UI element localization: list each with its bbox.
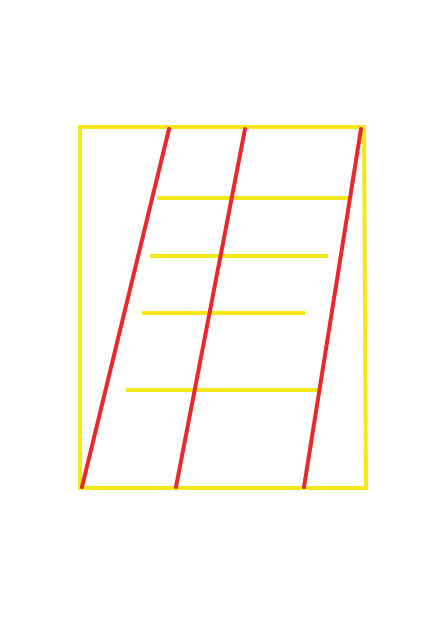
slanted-line-right <box>302 127 363 489</box>
yellow-horizontal-lines <box>126 196 350 392</box>
yellow-frame <box>78 125 369 490</box>
slanted-line-middle <box>174 127 247 489</box>
red-slanted-lines <box>80 127 363 489</box>
slanted-line-left <box>80 127 171 489</box>
